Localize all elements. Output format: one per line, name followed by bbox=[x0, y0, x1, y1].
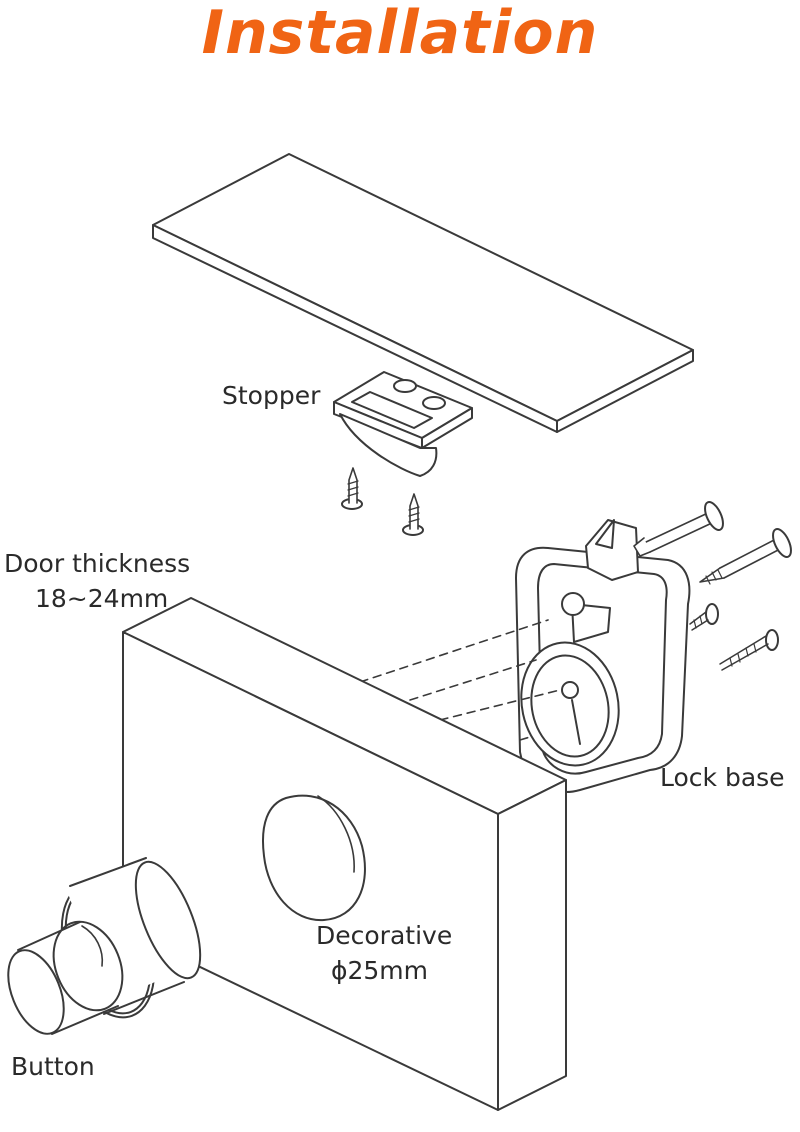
short-screw bbox=[689, 603, 719, 631]
page-title: Installation bbox=[201, 0, 599, 68]
door-panel bbox=[122, 597, 567, 1111]
door-thickness-label: Door thickness bbox=[4, 549, 191, 578]
stopper-screw bbox=[341, 467, 363, 510]
stopper-label: Stopper bbox=[222, 381, 321, 410]
long-bolt bbox=[699, 528, 792, 585]
long-bolt bbox=[633, 501, 724, 557]
decorative-diameter: ϕ25mm bbox=[331, 956, 429, 985]
stopper bbox=[333, 371, 473, 477]
decorative-label: Decorative bbox=[316, 921, 453, 950]
short-screw bbox=[719, 629, 779, 671]
button-label: Button bbox=[11, 1052, 95, 1081]
lock-base bbox=[515, 519, 691, 793]
push-button bbox=[7, 857, 202, 1035]
stopper-screw bbox=[402, 493, 424, 536]
shelf-board bbox=[152, 153, 694, 433]
door-thickness-value: 18~24mm bbox=[35, 584, 169, 613]
lock-base-label: Lock base bbox=[660, 763, 785, 792]
